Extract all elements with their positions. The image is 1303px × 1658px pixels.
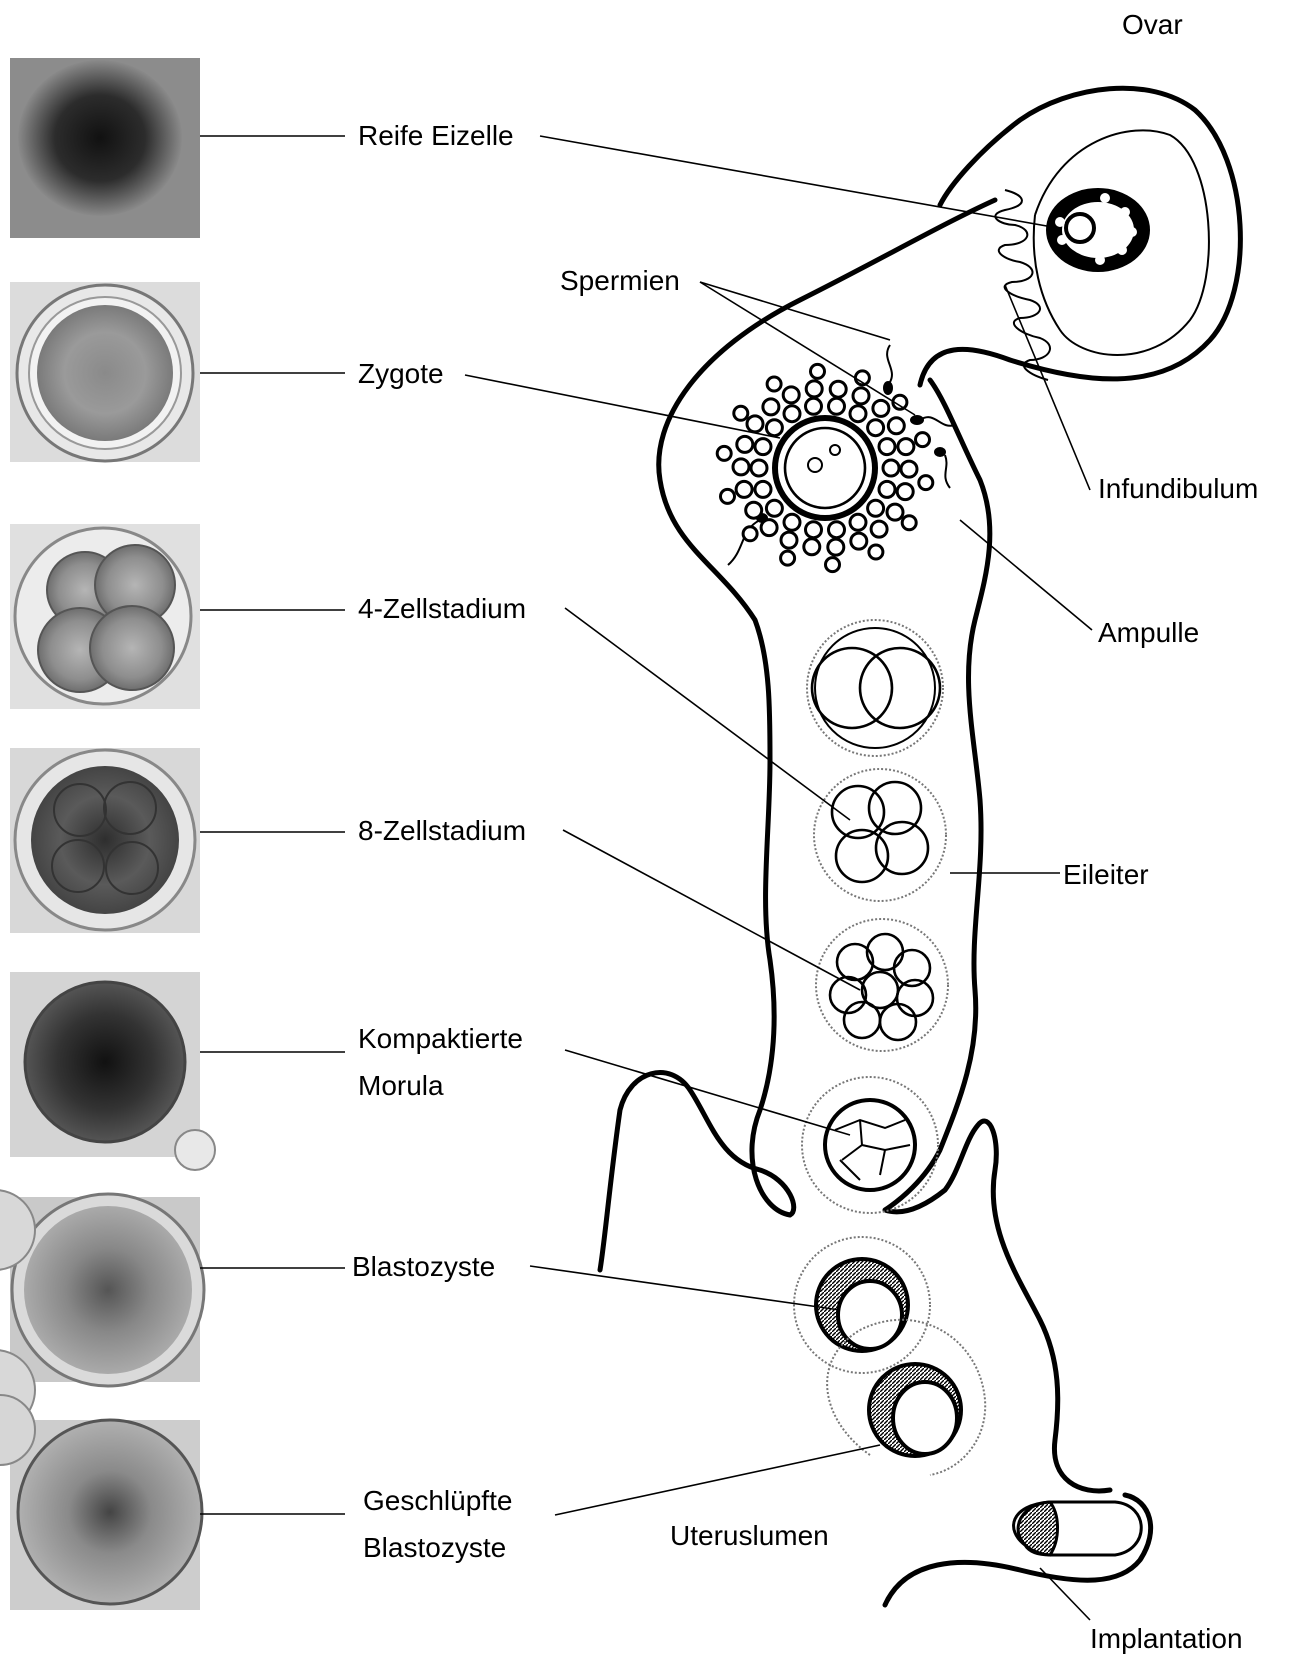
cumulus-cell <box>850 514 866 530</box>
label-reife-eizelle: Reife Eizelle <box>358 120 514 151</box>
cumulus-cell <box>806 381 822 397</box>
cumulus-cell <box>755 439 771 455</box>
cumulus-cell <box>902 516 916 530</box>
cumulus-cell <box>830 381 846 397</box>
label-ampulle: Ampulle <box>1098 617 1199 648</box>
photo-column <box>0 58 215 1610</box>
cumulus-cell <box>868 420 884 436</box>
cumulus-cell <box>916 433 930 447</box>
zygote-drawing <box>717 364 933 571</box>
four-cell-embryo <box>814 769 946 901</box>
label-morula: Morula <box>358 1070 444 1101</box>
diagram-leader-lines <box>465 136 1092 1620</box>
cumulus-cell <box>734 406 748 420</box>
label-ovar: Ovar <box>1122 9 1183 40</box>
cumulus-cell <box>879 439 895 455</box>
cumulus-cell <box>888 418 904 434</box>
eight-cell-embryo <box>816 919 948 1051</box>
cumulus-cell <box>783 387 799 403</box>
cumulus-cell <box>897 484 913 500</box>
label-implantation: Implantation <box>1090 1623 1243 1654</box>
cumulus-cell <box>868 500 884 516</box>
cumulus-cell <box>733 459 749 475</box>
cumulus-cell <box>751 460 767 476</box>
cumulus-cell <box>851 533 867 549</box>
photo-blastocyst <box>0 1190 204 1430</box>
cumulus-cell <box>761 520 777 536</box>
label-uteruslumen: Uteruslumen <box>670 1520 829 1551</box>
cumulus-cell <box>767 377 781 391</box>
blastocyst-drawing <box>794 1237 930 1373</box>
cumulus-cell <box>901 461 917 477</box>
two-cell-embryo <box>807 620 943 756</box>
photo-morula <box>10 972 215 1170</box>
label-zygote: Zygote <box>358 358 444 389</box>
cumulus-cell <box>766 420 782 436</box>
cumulus-cell <box>784 514 800 530</box>
photo-mature-oocyte <box>10 58 200 238</box>
cumulus-cell <box>737 436 753 452</box>
cumulus-cell <box>811 364 825 378</box>
label-spermien: Spermien <box>560 265 680 296</box>
cumulus-cell <box>873 400 889 416</box>
cumulus-cell <box>853 388 869 404</box>
photo-4-cell <box>10 524 200 709</box>
cumulus-cell <box>766 500 782 516</box>
cumulus-cell <box>806 522 822 538</box>
cumulus-cell <box>717 446 731 460</box>
label-blastozyste: Blastozyste <box>352 1251 495 1282</box>
cumulus-cell <box>826 558 840 572</box>
cumulus-cell <box>804 539 820 555</box>
label-kompaktierte: Kompaktierte <box>358 1023 523 1054</box>
implanted-embryo <box>1014 1502 1142 1555</box>
cumulus-cell <box>829 522 845 538</box>
cumulus-cell <box>747 416 763 432</box>
label-eileiter: Eileiter <box>1063 859 1149 890</box>
cumulus-cell <box>883 460 899 476</box>
cumulus-cell <box>850 406 866 422</box>
cumulus-cell <box>879 481 895 497</box>
photo-8-cell <box>10 748 200 933</box>
cumulus-cell <box>919 476 933 490</box>
label-infundibulum: Infundibulum <box>1098 473 1258 504</box>
label-geschluepfte: Geschlüpfte <box>363 1485 512 1516</box>
compacted-morula <box>802 1077 938 1213</box>
cumulus-cell <box>736 481 752 497</box>
cumulus-cell <box>828 539 844 555</box>
label-geschluepfte-blastozyste: Blastozyste <box>363 1532 506 1563</box>
cumulus-cell <box>784 406 800 422</box>
cumulus-cell <box>887 504 903 520</box>
cumulus-cell <box>755 481 771 497</box>
tube-right-wall <box>885 380 1110 1491</box>
cumulus-cell <box>898 439 914 455</box>
photo-leader-lines <box>200 136 345 1514</box>
photo-hatched-blastocyst <box>0 1395 202 1610</box>
cumulus-cell <box>721 489 735 503</box>
cumulus-cell <box>781 532 797 548</box>
cumulus-cell <box>829 398 845 414</box>
label-4-zellstadium: 4-Zellstadium <box>358 593 526 624</box>
cumulus-cell <box>871 521 887 537</box>
cumulus-cell <box>746 502 762 518</box>
cumulus-cell <box>869 545 883 559</box>
label-8-zellstadium: 8-Zellstadium <box>358 815 526 846</box>
mature-oocyte-drawing <box>1046 188 1150 272</box>
photo-zygote <box>10 282 200 462</box>
cumulus-cell <box>781 551 795 565</box>
cumulus-cell <box>763 399 779 415</box>
cumulus-cell <box>806 398 822 414</box>
cumulus-cell <box>743 527 757 541</box>
